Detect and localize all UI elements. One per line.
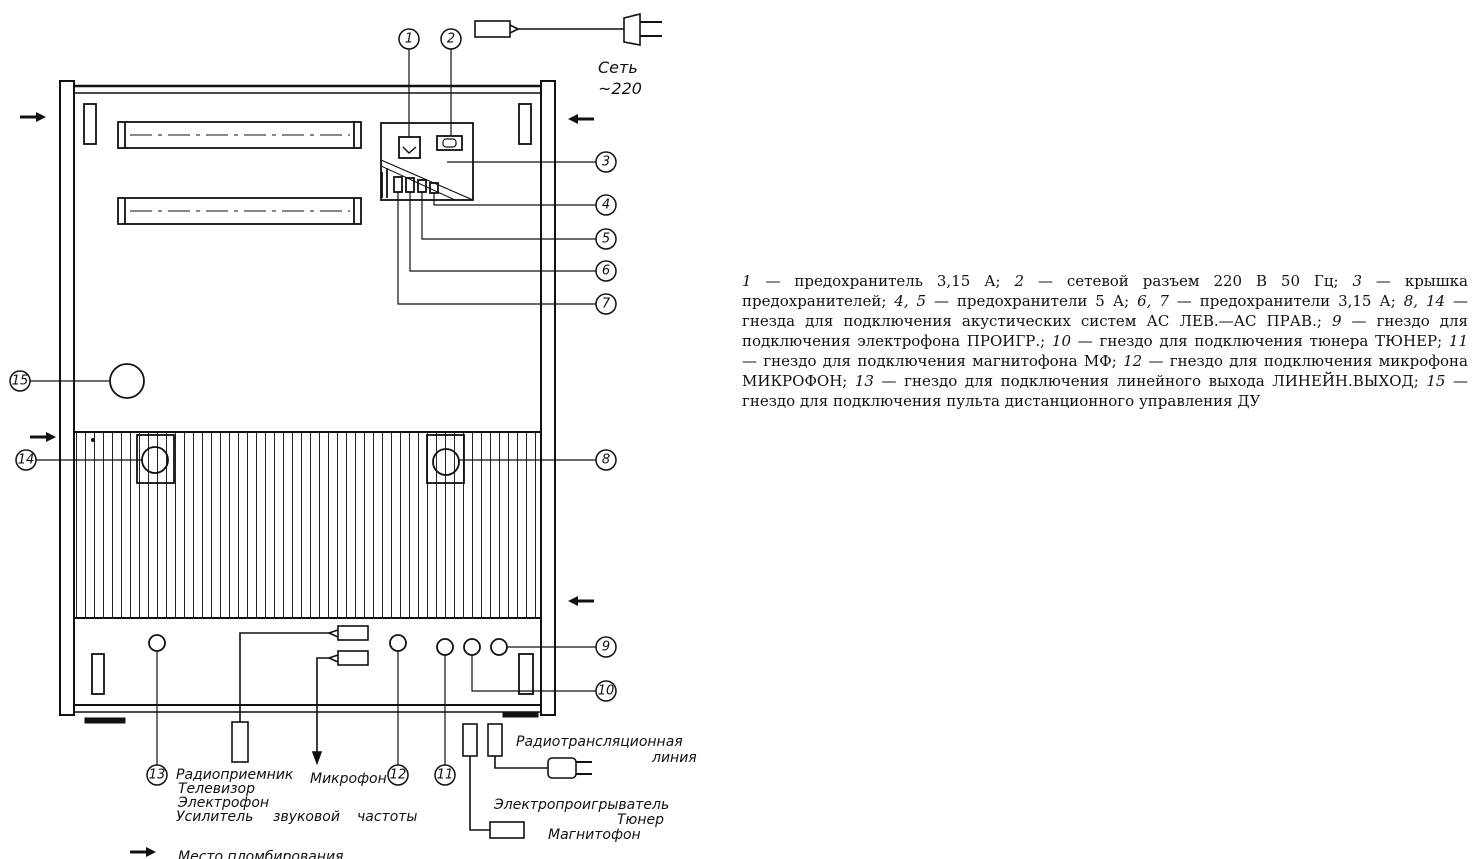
caption-item-number: 2 [1014, 272, 1025, 290]
caption-item-text: — гнездо для подключения пульта дистанци… [742, 372, 1468, 410]
mains-label: Сеть [598, 58, 638, 77]
svg-text:12: 12 [390, 768, 407, 783]
svg-text:8: 8 [602, 453, 610, 468]
svg-text:14: 14 [18, 453, 35, 468]
caption-item-text: — предохранитель 3,15 А; [751, 272, 1015, 290]
svg-text:1: 1 [405, 32, 413, 47]
callout-number: 1 2 3 4 5 6 7 8 9 10 11 12 13 14 15 [12, 32, 615, 783]
mic-label: Микрофон [310, 771, 387, 787]
svg-text:6: 6 [602, 264, 610, 279]
svg-text:10: 10 [598, 684, 615, 699]
caption-item-text: — гнездо для подключения линейного выход… [873, 372, 1427, 390]
cable [231, 12, 662, 839]
tuner-jack [463, 638, 481, 656]
tape-label: Магнитофон [548, 827, 641, 843]
mains-voltage-label: ~220 [598, 79, 642, 98]
caption-item-number: 10 [1051, 332, 1072, 350]
caption-item-number: 11 [1448, 332, 1469, 350]
amp-label-word2: звуковой [273, 809, 340, 825]
caption-item-number: 1 [742, 272, 752, 290]
svg-text:7: 7 [602, 297, 611, 312]
caption-item-number: 3 [1352, 272, 1362, 290]
record-player-label: Электропроигрыватель [493, 797, 669, 813]
svg-text:13: 13 [149, 768, 166, 783]
caption-item-number: 4, 5 [894, 292, 927, 310]
caption-item-number: 6, 7 [1137, 292, 1169, 310]
cabinet [59, 80, 556, 724]
svg-text:4: 4 [602, 198, 610, 213]
radio-label: Радиоприемник [176, 767, 294, 783]
broadcast-label: Радиотрансляционная [516, 734, 683, 750]
caption-item-number: 9 [1331, 312, 1342, 330]
svg-text:11: 11 [437, 768, 454, 783]
callout [9, 28, 617, 786]
caption-item-number: 12 [1123, 352, 1143, 370]
seal-arrow-icon [20, 112, 594, 857]
amp-label-word3: частоты [357, 809, 417, 825]
svg-text:2: 2 [447, 32, 455, 47]
diagram-labels: Сеть ~220 Радиоприемник Телевизор Электр… [176, 58, 697, 859]
svg-text:9: 9 [602, 640, 610, 655]
svg-text:15: 15 [12, 374, 29, 389]
tuner-label: Тюнер [617, 812, 664, 828]
leader-line [30, 49, 596, 765]
caption-item-text: — гнездо для подключения микрофона МИКРО… [742, 352, 1468, 390]
caption-item-text: — гнездо для подключения магнитофона МФ; [742, 352, 1124, 370]
remote-control-jack [109, 363, 145, 399]
caption-item-text: — крышка предохранителей; [742, 272, 1468, 310]
caption-item-text: — предохранители 5 А; [926, 292, 1138, 310]
phono-label: Электрофон [177, 795, 269, 811]
svg-text:3: 3 [602, 155, 610, 170]
caption-item-number: 13 [854, 372, 874, 390]
line-out-jack [148, 634, 166, 652]
phono-jack [490, 638, 508, 656]
caption-item-text: — гнездо для подключения тюнера ТЮНЕР; [1071, 332, 1449, 350]
caption-item-text: — предохранители 3,15 А; [1168, 292, 1404, 310]
tape-jack [436, 638, 454, 656]
caption-item-number: 15 [1426, 372, 1446, 390]
tv-label: Телевизор [178, 781, 255, 797]
caption-item-text: — гнезда для подключения акустических си… [742, 292, 1468, 330]
heatsink [75, 433, 540, 617]
amp-label-word1: Усилитель [176, 809, 253, 825]
svg-text:5: 5 [602, 232, 610, 247]
caption-item-number: 8, 14 [1403, 292, 1446, 310]
vent-slot [83, 103, 534, 695]
figure-caption: 1 — предохранитель 3,15 А; 2 — сетевой р… [742, 271, 1468, 411]
speaker-jack-right [432, 448, 460, 476]
broadcast-label-line2: линия [651, 750, 697, 766]
seal-legend: Место пломбирования [178, 849, 343, 859]
mic-jack [389, 634, 407, 652]
caption-item-text: — гнездо для подключения электрофона ПРО… [742, 312, 1469, 350]
caption-item-text: — сетевой разъем 220 В 50 Гц; [1024, 272, 1353, 290]
